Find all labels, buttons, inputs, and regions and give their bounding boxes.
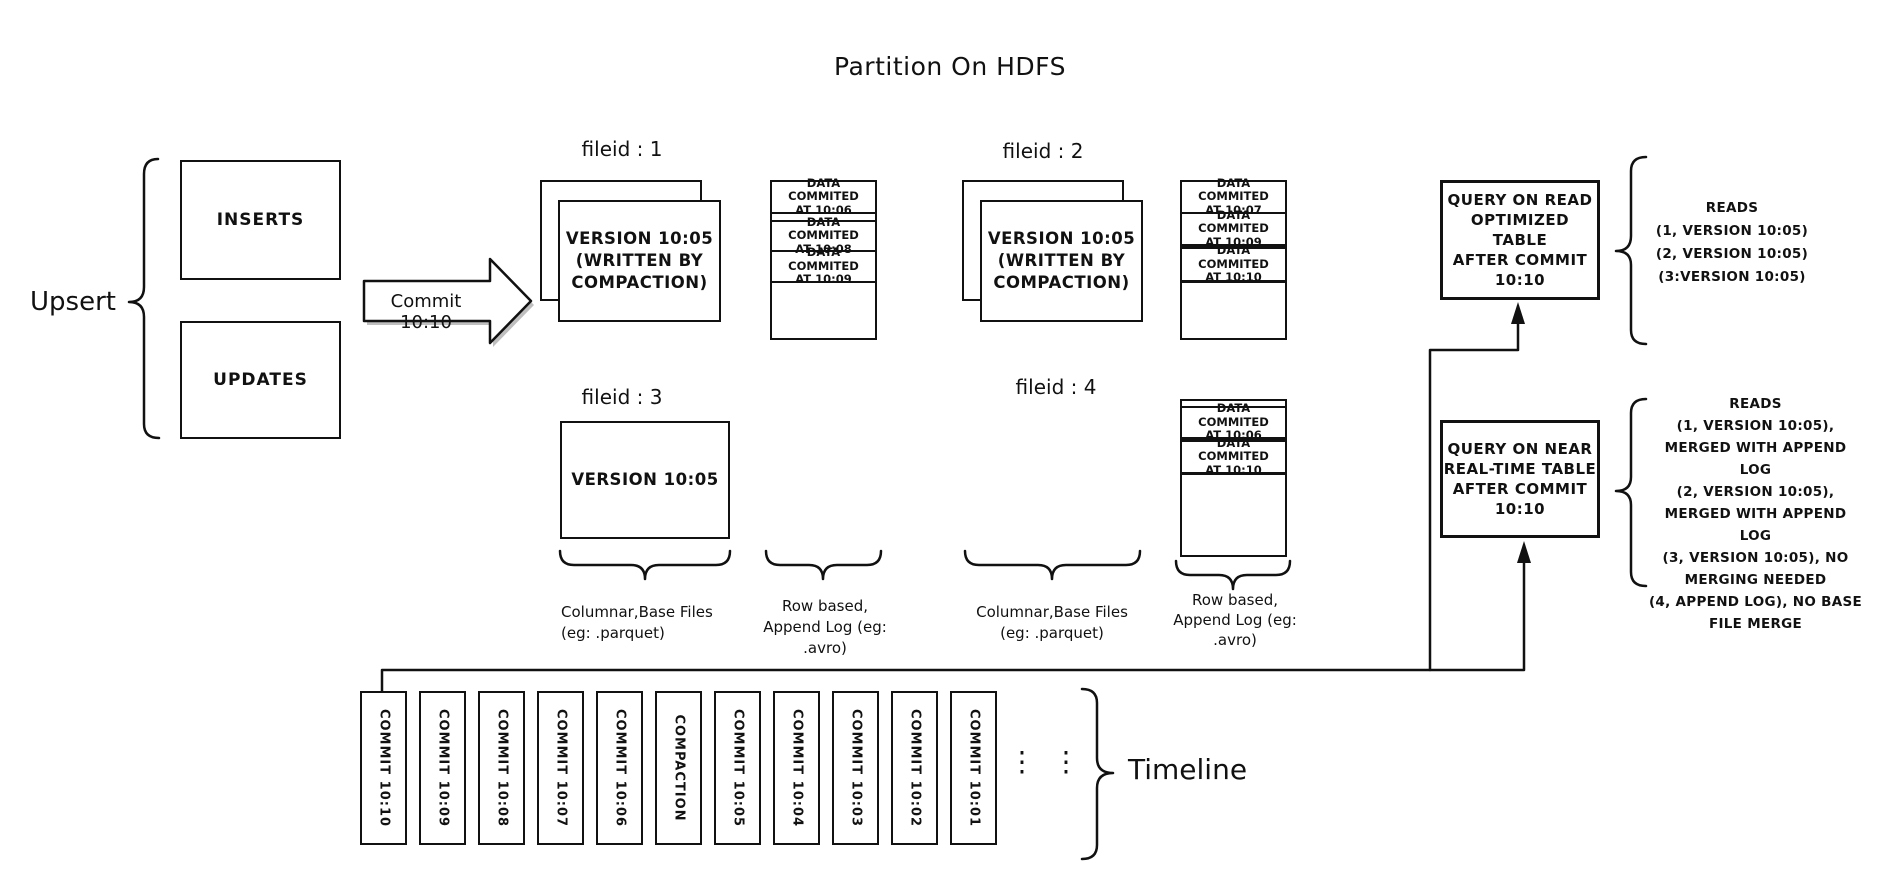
log-segment: DATA COMMITED AT 10:09	[772, 246, 875, 286]
commit-arrow-label: Commit 10:10	[390, 291, 462, 333]
updates-box: UPDATES	[180, 321, 341, 439]
timeline-to-realtime-line	[380, 550, 1526, 693]
inserts-label: INSERTS	[216, 210, 305, 230]
rowbased-brace-2	[1174, 559, 1292, 591]
filegroup-2-base-file: VERSION 10:05 (WRITTEN BY COMPACTION)	[980, 200, 1143, 322]
reads-read-optimized: READS (1, VERSION 10:05) (2, VERSION 10:…	[1655, 200, 1809, 285]
timeline-entry-commit-1001: COMMIT 10:01	[950, 691, 997, 845]
fileid-2-label: fileid : 2	[1002, 139, 1084, 163]
timeline-ellipsis: ⋮	[1052, 745, 1080, 778]
columnar-base-files-label-1: Columnar,Base Files (eg: .parquet)	[561, 603, 713, 642]
arrowhead-realtime	[1517, 541, 1531, 563]
reads-realtime: READS (1, VERSION 10:05), MERGED WITH AP…	[1648, 396, 1863, 632]
timeline-entry-commit-1010: COMMIT 10:10	[360, 691, 407, 845]
log-file-4: DATA COMMITED AT 10:06 DATA COMMITED AT …	[1180, 399, 1287, 557]
row-based-append-log-label-2: Row based, Append Log (eg: .avro)	[1173, 591, 1297, 649]
arrowhead-read-optimized	[1511, 302, 1525, 324]
upsert-brace	[127, 157, 161, 440]
reads-brace-2	[1614, 397, 1648, 588]
timeline-entry-commit-1009: COMMIT 10:09	[419, 691, 466, 845]
timeline-label: Timeline	[1128, 753, 1248, 786]
query-read-optimized-text: QUERY ON READ OPTIMIZED TABLE AFTER COMM…	[1447, 191, 1593, 289]
columnar-brace-1	[558, 549, 732, 581]
log-segment: DATA COMMITED AT 10:06	[772, 176, 875, 217]
log-file-1: DATA COMMITED AT 10:06 DATA COMMITED AT …	[770, 176, 877, 340]
reads-brace-1	[1614, 155, 1648, 346]
log-segment: DATA COMMITED AT 10:07	[1182, 176, 1285, 217]
timeline-brace	[1080, 687, 1115, 861]
timeline-entry-commit-1005: COMMIT 10:05	[714, 691, 761, 845]
query-realtime-box: QUERY ON NEAR REAL-TIME TABLE AFTER COMM…	[1440, 420, 1600, 538]
filegroup-3-base-file: VERSION 10:05	[560, 421, 730, 539]
log-gap-strip	[772, 214, 875, 222]
timeline-entry-commit-1006: COMMIT 10:06	[596, 691, 643, 845]
filegroup-1-base-file: VERSION 10:05 (WRITTEN BY COMPACTION)	[558, 200, 721, 322]
log-gap-strip	[1182, 401, 1285, 408]
row-based-append-log-label-1: Row based, Append Log (eg: .avro)	[763, 597, 887, 657]
timeline-entry-commit-1004: COMMIT 10:04	[773, 691, 820, 845]
log-file-2: DATA COMMITED AT 10:07 DATA COMMITED AT …	[1180, 176, 1287, 340]
commit-arrow-shape	[362, 257, 533, 345]
fileid-1-label: fileid : 1	[581, 137, 663, 161]
columnar-brace-2	[963, 549, 1142, 581]
columnar-base-files-label-2: Columnar,Base Files (eg: .parquet)	[976, 603, 1128, 642]
timeline-entry-commit-1007: COMMIT 10:07	[537, 691, 584, 845]
log-segment-latest: DATA COMMITED AT 10:10	[1182, 436, 1285, 477]
fileid-3-label: fileid : 3	[581, 385, 663, 409]
timeline-ellipsis: ⋮	[1008, 745, 1036, 778]
diagram-title: Partition On HDFS	[834, 52, 1066, 81]
filegroup-2-base-text: VERSION 10:05 (WRITTEN BY COMPACTION)	[987, 229, 1136, 292]
timeline-entry-commit-1003: COMMIT 10:03	[832, 691, 879, 845]
timeline-entry-compaction: COMPACTION	[655, 691, 702, 845]
rowbased-brace-1	[764, 549, 883, 581]
log-segment: DATA COMMITED AT 10:06	[1182, 402, 1285, 442]
updates-label: UPDATES	[213, 370, 308, 390]
timeline-entry-commit-1008: COMMIT 10:08	[478, 691, 525, 845]
fileid-4-label: fileid : 4	[1015, 375, 1097, 399]
filegroup-1-base-text: VERSION 10:05 (WRITTEN BY COMPACTION)	[565, 229, 714, 292]
timeline-entry-commit-1002: COMMIT 10:02	[891, 691, 938, 845]
log-segment: DATA COMMITED AT 10:09	[1182, 208, 1285, 249]
filegroup-3-base-text: VERSION 10:05	[571, 470, 719, 489]
timeline-to-readoptimized-line	[1428, 311, 1520, 672]
upsert-label: Upsert	[30, 287, 116, 317]
inserts-box: INSERTS	[180, 160, 341, 280]
query-read-optimized-box: QUERY ON READ OPTIMIZED TABLE AFTER COMM…	[1440, 180, 1600, 300]
query-realtime-text: QUERY ON NEAR REAL-TIME TABLE AFTER COMM…	[1443, 440, 1597, 518]
log-segment-latest: DATA COMMITED AT 10:10	[1182, 244, 1285, 284]
